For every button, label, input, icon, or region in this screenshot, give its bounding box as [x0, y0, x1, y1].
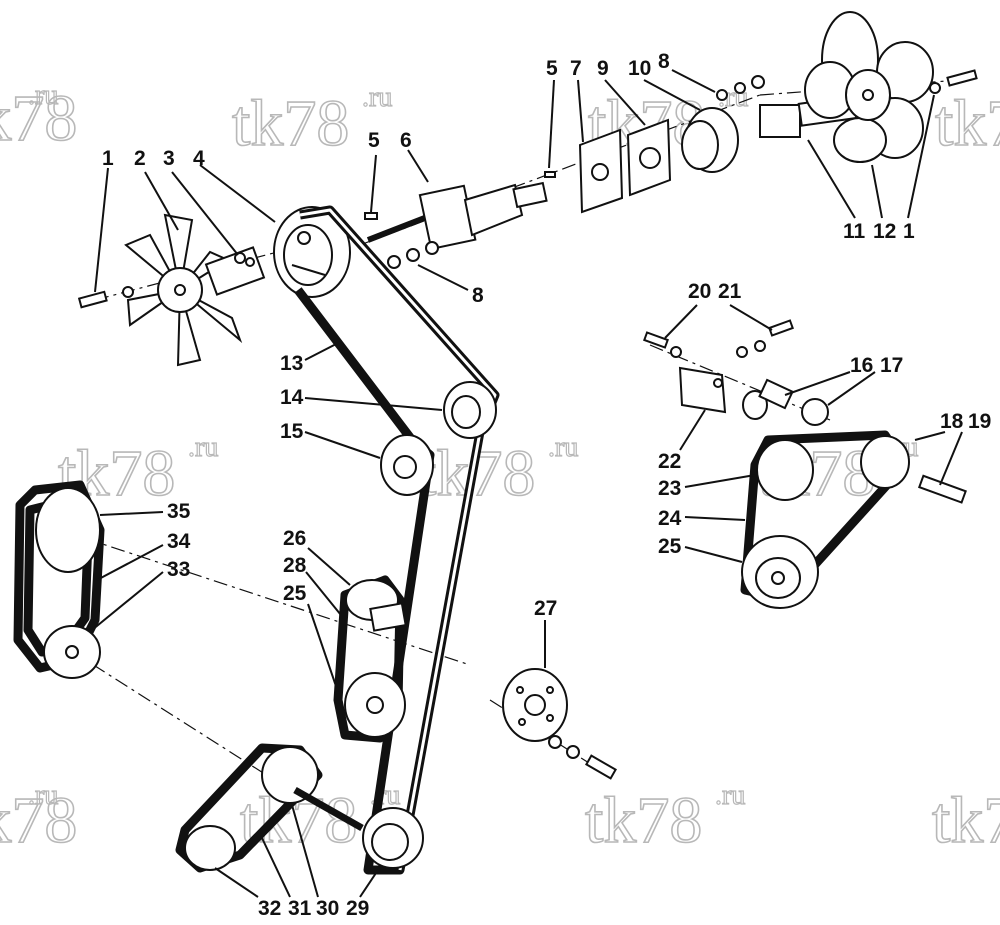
- callout-16: 16: [850, 354, 873, 377]
- svg-text:.ru: .ru: [188, 432, 218, 463]
- bearing-17: [801, 398, 829, 426]
- belt-drive-right: [740, 430, 967, 609]
- svg-text:.ru: .ru: [715, 780, 745, 811]
- callout-11: 11: [843, 220, 866, 243]
- key-5-right: [544, 171, 556, 178]
- callout-34: 34: [167, 530, 191, 553]
- svg-text:tk78: tk78: [232, 87, 349, 160]
- callout-8-upper: 8: [658, 50, 670, 73]
- callout-15: 15: [280, 420, 304, 443]
- watermark-bottom-right-center: tk78 .ru: [584, 779, 746, 857]
- bolt-1-left: [77, 286, 134, 309]
- callout-14: 14: [280, 386, 304, 409]
- leader-lines: [91, 69, 963, 898]
- callout-labels: 1 2 3 4 5 6 8 5 7 9 10 8 11 12 1 13 14 1…: [102, 50, 991, 920]
- fan-assembly-left: [77, 213, 266, 367]
- watermark-top-left: tk78 .ru: [0, 79, 78, 155]
- callout-31: 31: [288, 897, 312, 920]
- flange-27: [502, 668, 617, 780]
- callout-30: 30: [316, 897, 339, 920]
- callout-26: 26: [283, 527, 306, 550]
- watermark-top-center: tk78 .ru: [231, 81, 393, 160]
- callout-9: 9: [597, 57, 609, 80]
- callout-10: 10: [628, 57, 651, 80]
- callout-19: 19: [968, 410, 991, 433]
- fan-spacer-3: [204, 246, 266, 296]
- svg-text:tk78: tk78: [0, 784, 77, 857]
- callout-1-right: 1: [903, 220, 915, 243]
- pulley-30: [261, 746, 319, 804]
- callout-23: 23: [658, 477, 681, 500]
- callout-17: 17: [880, 354, 903, 377]
- pulley-4: [273, 206, 351, 298]
- callout-28: 28: [283, 554, 307, 577]
- callout-4: 4: [193, 147, 205, 170]
- bushing-28: [369, 602, 407, 632]
- pulley-set-middle: [333, 575, 407, 743]
- svg-text:.ru: .ru: [28, 80, 58, 111]
- svg-text:tk78: tk78: [932, 784, 1000, 857]
- callout-27: 27: [534, 597, 557, 620]
- belt-drive-left: [13, 480, 105, 679]
- callout-22: 22: [658, 450, 681, 473]
- callout-1-left: 1: [102, 147, 114, 170]
- callout-5-left: 5: [368, 129, 380, 152]
- bolt-1-right: [946, 69, 978, 87]
- tensioner-assembly: [643, 319, 829, 426]
- callout-6: 6: [400, 129, 412, 152]
- callout-29: 29: [346, 897, 369, 920]
- callout-20: 20: [688, 280, 711, 303]
- spacer-11: [759, 104, 801, 138]
- watermark-top-right: tk78: [934, 86, 1000, 161]
- callout-33: 33: [167, 558, 190, 581]
- callout-3: 3: [163, 147, 175, 170]
- callout-25-middle: 25: [283, 582, 307, 605]
- callout-13: 13: [280, 352, 303, 375]
- bracket-22: [678, 366, 727, 414]
- belt-drive-lower: [175, 743, 424, 873]
- bolt-19: [917, 474, 967, 504]
- svg-text:.ru: .ru: [28, 780, 58, 811]
- svg-text:tk78: tk78: [585, 784, 702, 857]
- svg-text:tk78: tk78: [0, 82, 77, 155]
- bolt-20: [643, 331, 669, 349]
- pulley-23: [756, 439, 814, 501]
- washer-1-right: [929, 82, 941, 94]
- pulley-35: [35, 487, 101, 573]
- watermark-middle-center: tk78 .ru: [417, 431, 579, 510]
- shaft-assembly-6: [364, 181, 548, 269]
- callout-12: 12: [873, 220, 896, 243]
- belt-13: [294, 205, 500, 875]
- washer-8b: [716, 89, 728, 101]
- key-5-left: [364, 212, 378, 220]
- callout-32: 32: [258, 897, 281, 920]
- callout-18: 18: [940, 410, 964, 433]
- callout-8-lower: 8: [472, 284, 484, 307]
- watermark-bottom-right: tk78: [931, 783, 1000, 858]
- callout-7: 7: [570, 57, 582, 80]
- idler-pulley-14: [443, 381, 497, 439]
- callout-2: 2: [134, 147, 146, 170]
- fan-blade-2: [124, 213, 243, 367]
- svg-text:.ru: .ru: [548, 432, 578, 463]
- bolt-21: [768, 319, 794, 337]
- fan-assembly-right: [759, 11, 978, 163]
- svg-text:.ru: .ru: [362, 82, 392, 113]
- svg-text:tk78: tk78: [935, 87, 1000, 160]
- callout-35: 35: [167, 500, 191, 523]
- pulley-32: [184, 825, 236, 871]
- idler-pulley-15: [380, 434, 434, 496]
- callout-5-right: 5: [546, 57, 558, 80]
- callout-24: 24: [658, 507, 682, 530]
- watermark-bottom-left: tk78 .ru: [0, 779, 78, 857]
- hub-assembly-upper: [544, 75, 765, 214]
- callout-21: 21: [718, 280, 742, 303]
- callout-25-right: 25: [658, 535, 682, 558]
- washer-8a: [387, 255, 401, 269]
